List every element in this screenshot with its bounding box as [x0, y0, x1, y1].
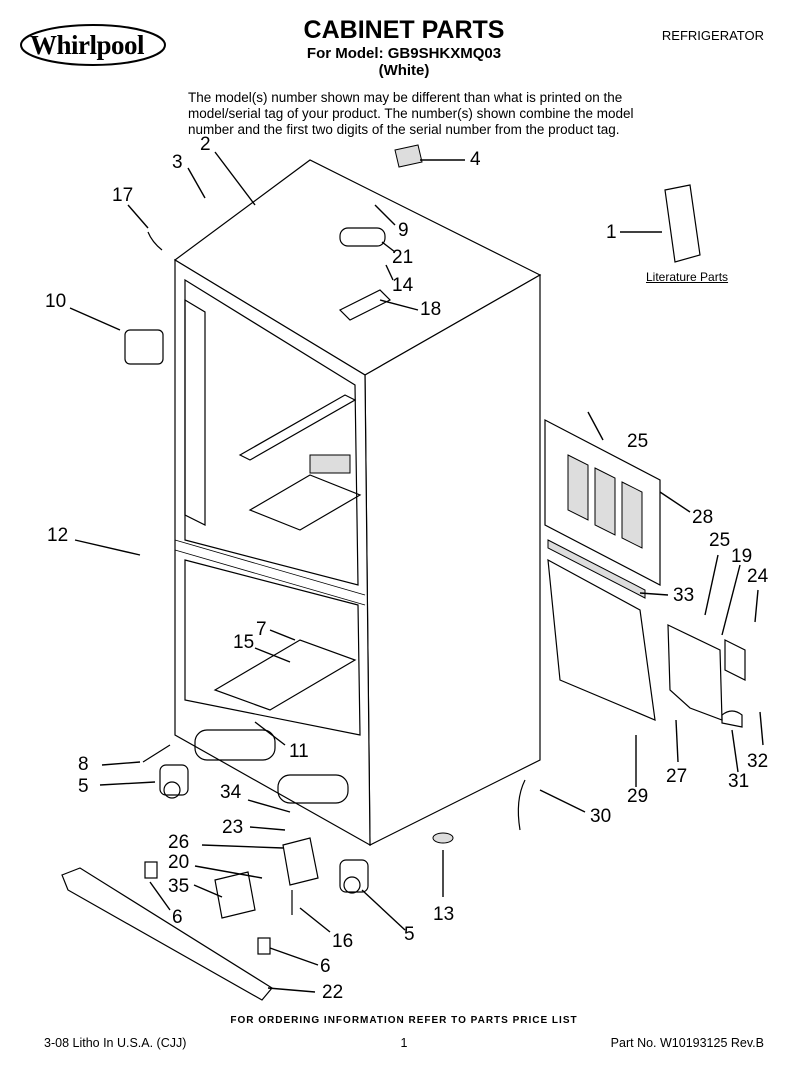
leveling-bracket [282, 837, 319, 886]
top-clip [147, 231, 163, 251]
page-title: CABINET PARTS [303, 16, 505, 44]
callout-31: 31 [728, 771, 750, 792]
clamp [721, 710, 743, 728]
callout-6-left: 6 [172, 907, 183, 928]
callout-17: 17 [112, 185, 134, 206]
hinge-bracket [338, 289, 392, 321]
hinge-cover [339, 227, 386, 247]
callout-16: 16 [332, 931, 354, 952]
bracket-cover [214, 871, 256, 919]
literature-parts-box [664, 184, 701, 263]
vent-slots [567, 454, 643, 549]
litho-info: 3-08 Litho In U.S.A. (CJJ) [44, 1036, 187, 1050]
model-number: For Model: GB9SHKXMQ03 [306, 45, 502, 62]
callout-3: 3 [172, 152, 183, 173]
callout-4: 4 [470, 149, 481, 170]
callout-25-bracket: 25 [709, 530, 731, 551]
grommet [432, 832, 454, 844]
callout-24: 24 [747, 566, 769, 587]
callout-18: 18 [420, 299, 442, 320]
page-number: 1 [400, 1036, 408, 1050]
callout-15: 15 [233, 632, 255, 653]
callout-21: 21 [392, 247, 414, 268]
callout-5-rear: 5 [404, 924, 415, 945]
callout-12: 12 [47, 525, 69, 546]
ordering-note: FOR ORDERING INFORMATION REFER TO PARTS … [230, 1015, 578, 1026]
literature-parts-label: Literature Parts [646, 270, 729, 284]
model-number-note: The model(s) number shown may be differe… [188, 90, 634, 137]
trim-strip [547, 539, 646, 599]
cabinet-body [173, 159, 542, 847]
callout-28: 28 [692, 507, 714, 528]
whirlpool-logo [20, 24, 166, 66]
front-roller [159, 764, 189, 799]
long-screw [142, 744, 171, 763]
callout-32: 32 [747, 751, 769, 772]
callout-7: 7 [256, 619, 267, 640]
callout-10: 10 [45, 291, 67, 312]
rear-roller [339, 859, 369, 894]
callout-11: 11 [289, 741, 309, 762]
small-plate [724, 639, 746, 681]
part-number: Part No. W10193125 Rev.B [610, 1036, 764, 1050]
callout-14: 14 [392, 275, 414, 296]
callout-29: 29 [627, 786, 649, 807]
label-part [394, 144, 423, 168]
callout-27: 27 [666, 766, 688, 787]
callout-20: 20 [168, 852, 190, 873]
callout-6-right: 6 [320, 956, 331, 977]
callout-30: 30 [590, 806, 612, 827]
model-color: (White) [378, 62, 430, 79]
callout-34: 34 [220, 782, 242, 803]
callout-1: 1 [606, 222, 617, 243]
callout-19: 19 [731, 546, 753, 567]
brand-name: Whirlpool [30, 30, 145, 60]
callout-2: 2 [200, 134, 211, 155]
base-grille [61, 867, 273, 1001]
callout-23: 23 [222, 817, 244, 838]
callout-5-front: 5 [78, 776, 89, 797]
grille-clip-left [144, 861, 158, 879]
callout-8: 8 [78, 754, 89, 775]
product-category: REFRIGERATOR [661, 28, 764, 43]
control-module [124, 329, 164, 365]
callout-22: 22 [322, 982, 344, 1003]
callout-13: 13 [433, 904, 455, 925]
rear-panel [547, 558, 656, 721]
callout-25-top: 25 [627, 431, 649, 452]
leader-lines [69, 151, 764, 993]
callout-9: 9 [398, 220, 409, 241]
grille-clip-right [257, 937, 271, 955]
mounting-bracket [667, 624, 723, 721]
callout-35: 35 [168, 876, 190, 897]
callout-33: 33 [673, 585, 695, 606]
callout-26: 26 [168, 832, 190, 853]
drain-tube [517, 779, 526, 831]
